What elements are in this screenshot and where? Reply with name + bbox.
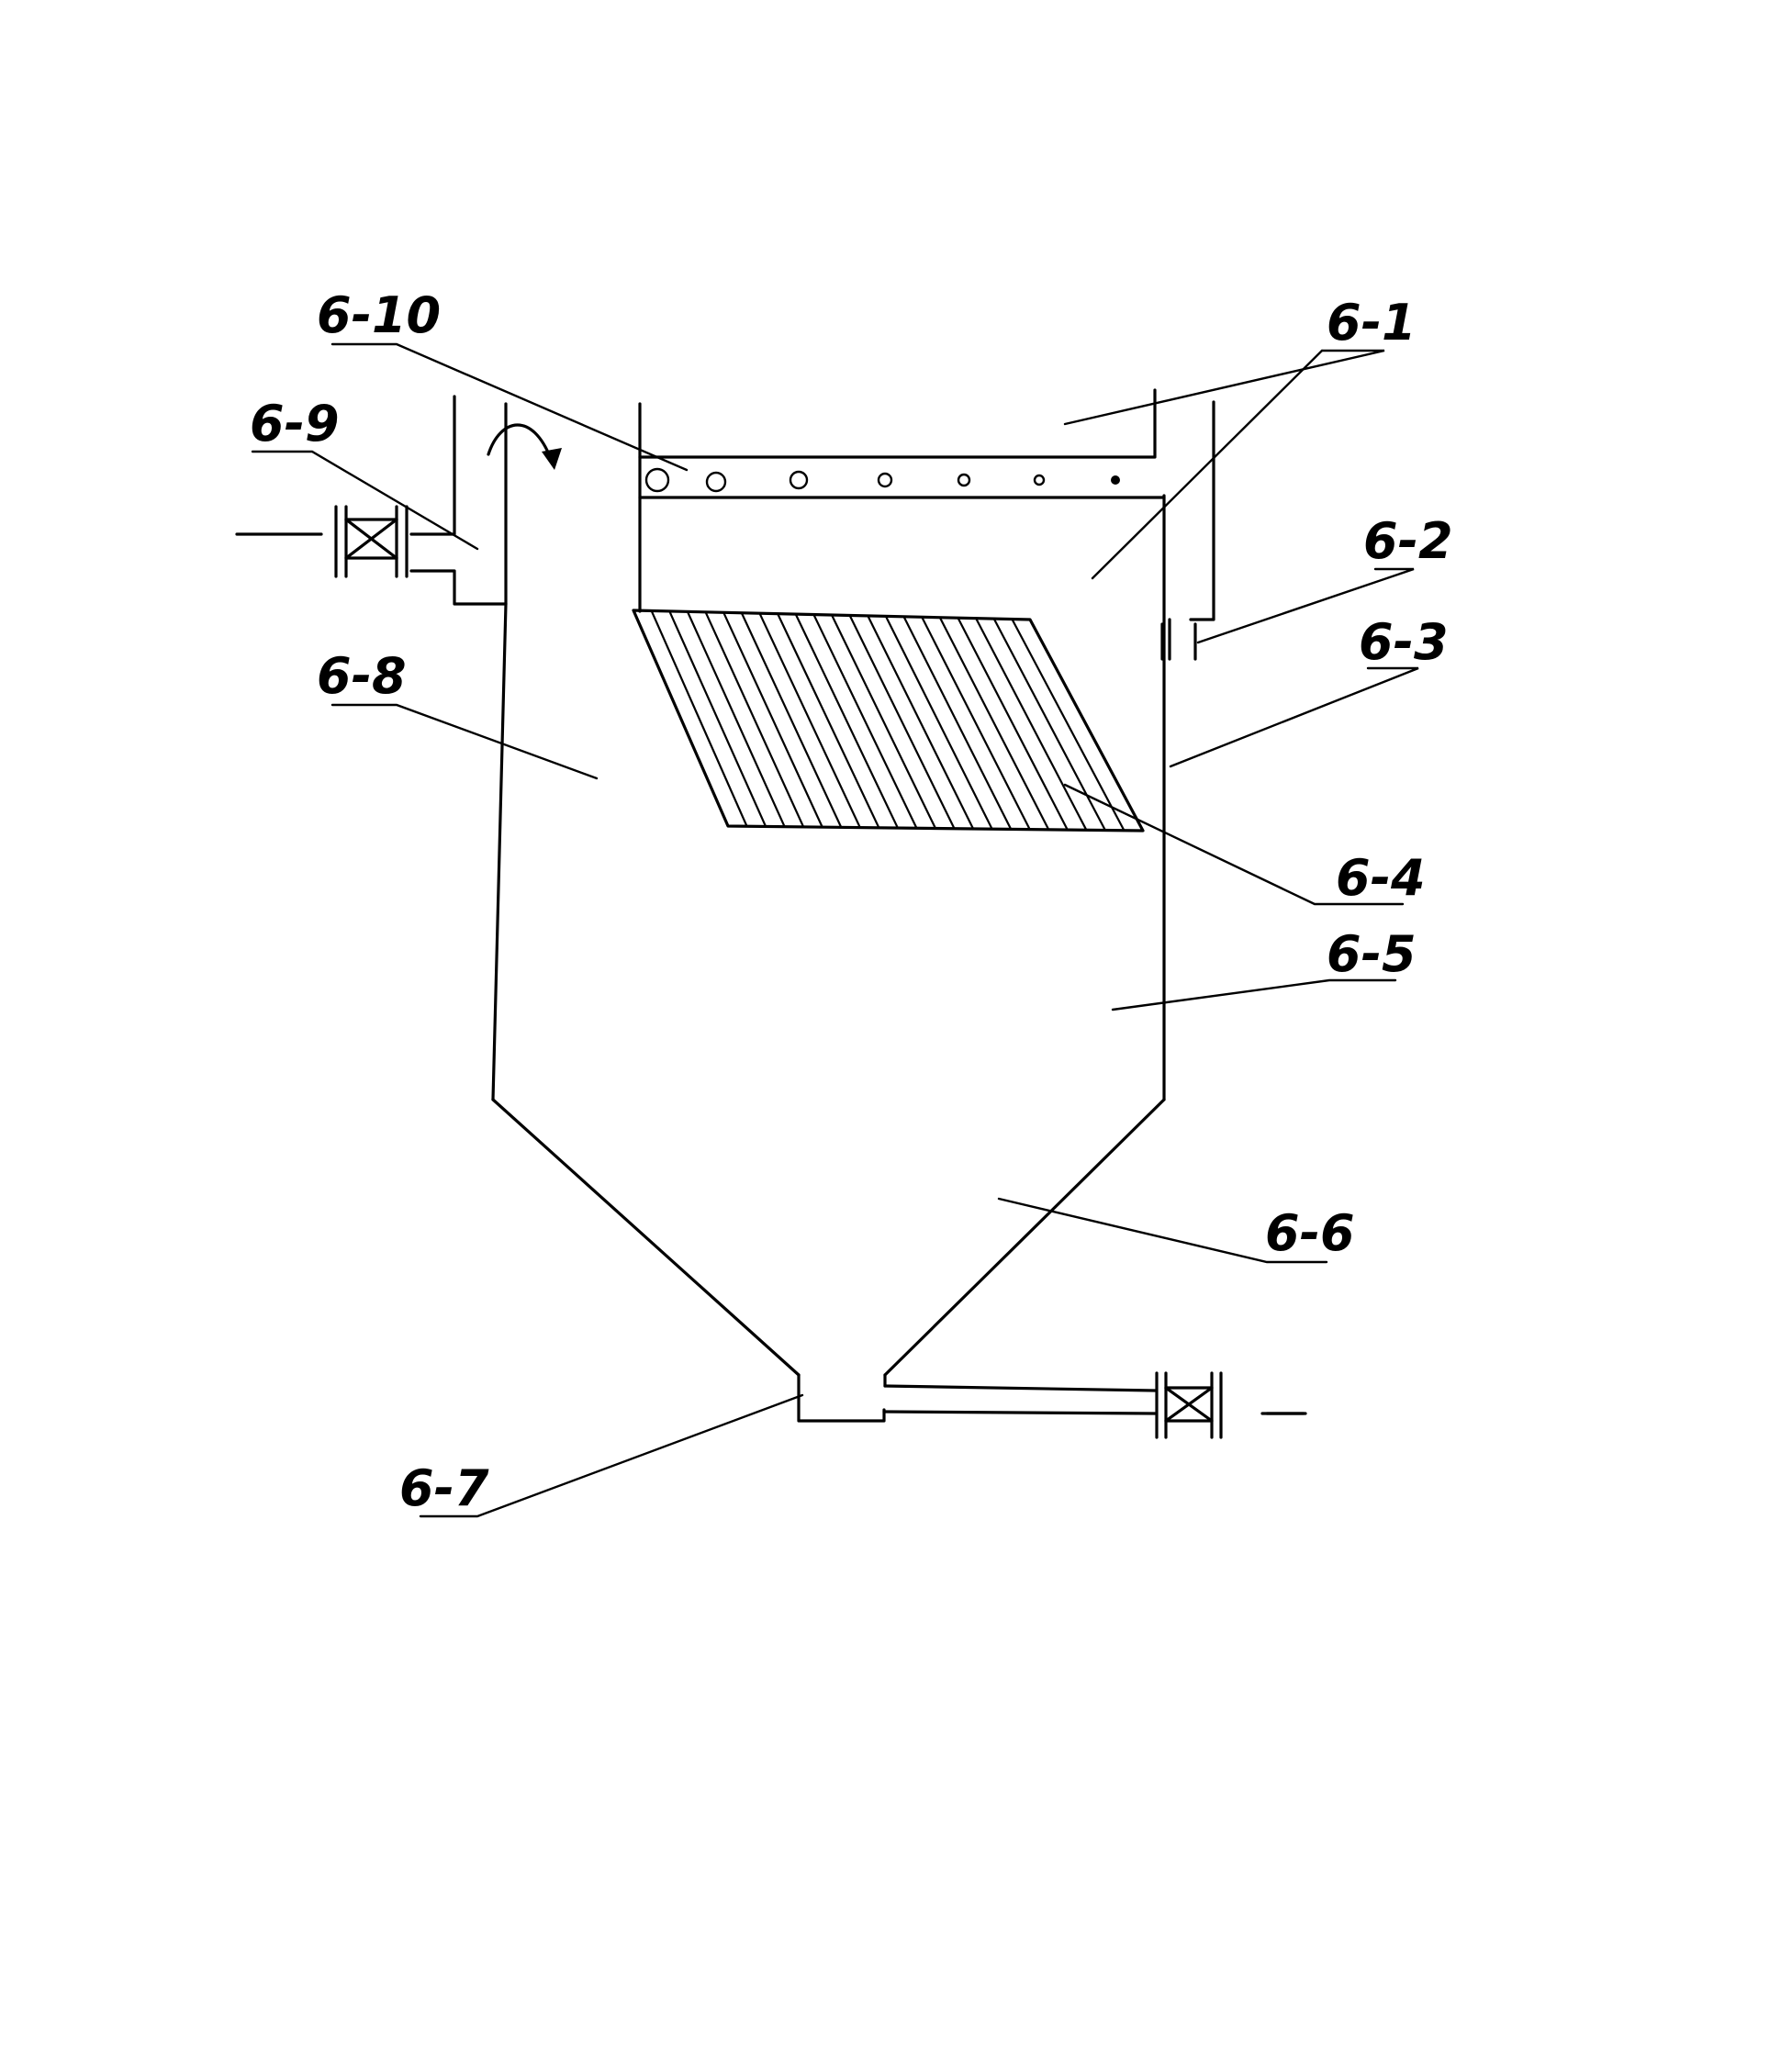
plate-line [848, 614, 956, 830]
label-6-5: 6-5 [1327, 925, 1417, 983]
inclined-plates [632, 609, 1145, 832]
label-6-8: 6-8 [317, 647, 407, 705]
gate-valve-icon [1155, 1371, 1305, 1439]
plate-line [884, 615, 993, 830]
plate-line [1011, 619, 1126, 832]
plate-line [921, 616, 1031, 831]
tank-outline [491, 494, 1166, 1423]
plate-line [668, 610, 767, 827]
label-6-3: 6-3 [1359, 613, 1449, 671]
plate-line [722, 611, 823, 828]
bracket [1160, 618, 1197, 661]
sludge-pipe [882, 1384, 1307, 1415]
plate-line [740, 612, 843, 828]
plate-line [957, 617, 1069, 831]
labels: 6-10 6-9 6-1 6-2 6-3 6-8 6-4 6-5 6-6 6-7 [250, 286, 1453, 1517]
plate-line [758, 612, 861, 829]
plate-line [975, 618, 1088, 831]
plate-line [902, 616, 1013, 830]
label-6-1: 6-1 [1327, 294, 1417, 352]
leader-lines [251, 342, 1419, 1518]
gate-valve-icon [334, 505, 409, 578]
plate-line [794, 613, 899, 829]
label-6-4: 6-4 [1336, 849, 1426, 907]
plate-line [704, 611, 805, 828]
label-6-6: 6-6 [1265, 1204, 1355, 1262]
plate-line [777, 613, 880, 829]
inlet-pipe [235, 395, 508, 606]
plate-line [686, 610, 786, 828]
effluent-trough [638, 388, 1215, 621]
label-6-2: 6-2 [1363, 512, 1453, 570]
plate-line [938, 617, 1050, 831]
label-6-9: 6-9 [250, 395, 340, 453]
plate-line [992, 618, 1106, 832]
plate-line [650, 610, 748, 827]
plate-line [867, 615, 975, 830]
label-6-7: 6-7 [399, 1459, 489, 1517]
label-6-10: 6-10 [317, 286, 441, 344]
perforated-pipe-holes [644, 467, 1120, 493]
plate-line [831, 614, 936, 829]
plate-line [812, 614, 918, 829]
curved-arrow-icon [487, 423, 562, 470]
